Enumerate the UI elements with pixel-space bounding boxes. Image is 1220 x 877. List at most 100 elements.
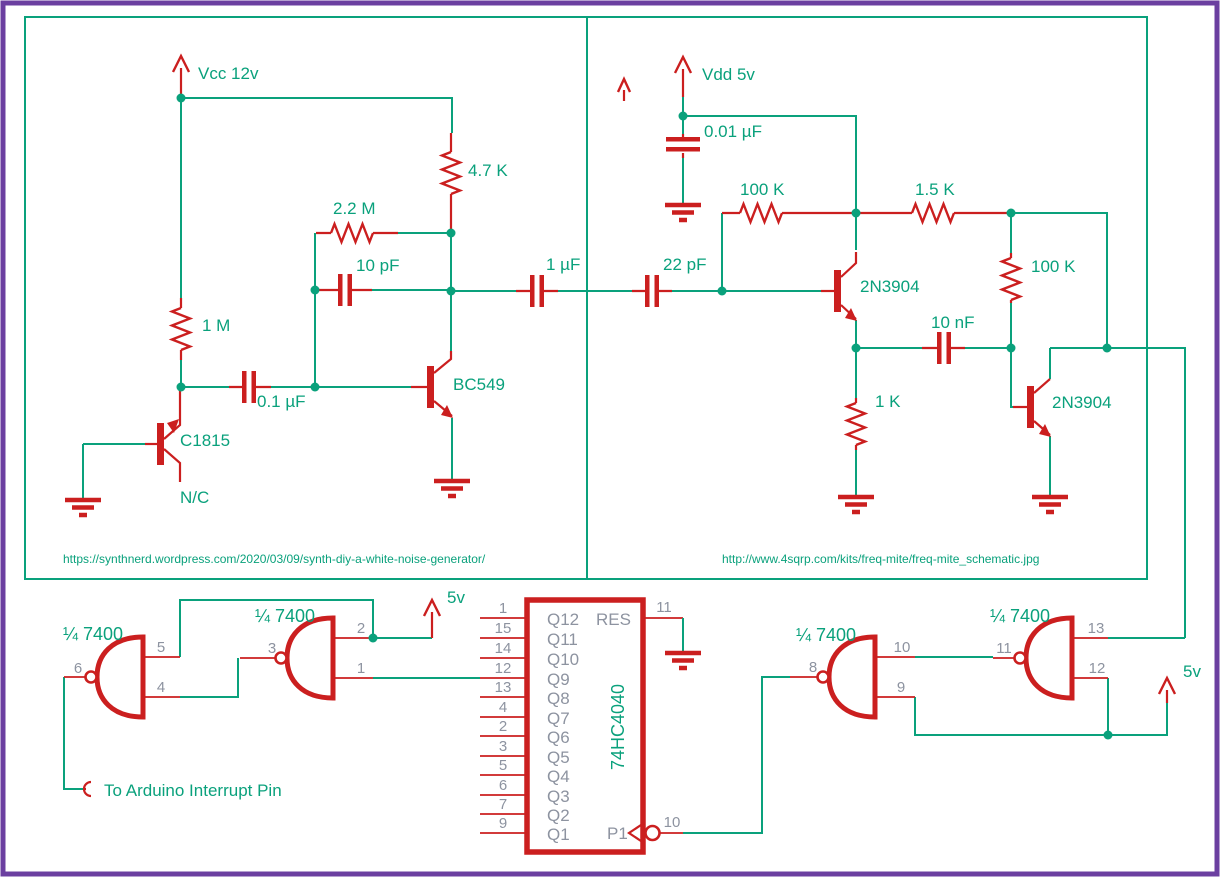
ic-pin-number: 12 (495, 660, 512, 677)
ic-pin-label: Q7 (547, 709, 570, 728)
gate-pin-number: 11 (996, 640, 1012, 657)
ic-pin-label: Q2 (547, 806, 570, 825)
resistor-zigzag (738, 200, 784, 226)
resistor-zigzag (438, 150, 464, 196)
transistor-arrow (441, 405, 453, 418)
capacitor-plate (347, 274, 352, 306)
transistor-collector-lead (433, 351, 453, 374)
white-noise-generator-section: Vcc 12v 4.7 K 2.2 M 10 pF 1 M 0.1 µF C18… (63, 53, 632, 566)
transistor-emitter-lead (163, 390, 182, 440)
resistor-1m (168, 298, 194, 360)
transistor-bar (1027, 386, 1034, 428)
nand-gate-body (826, 634, 878, 720)
freq-mite-section: Vdd 5v 0.01 µF 100 K 1.5 K 22 pF 2N3904 … (616, 54, 1186, 638)
wire (180, 658, 239, 698)
capacitor-10pf (316, 274, 372, 306)
ground-symbol (65, 497, 101, 518)
gate-pin-number: 12 (1089, 660, 1106, 677)
junction-dot (717, 286, 727, 296)
nc-note: N/C (180, 488, 209, 507)
gate-pin-number: 2 (357, 620, 365, 637)
gate-input-stub (875, 656, 915, 698)
component-value: C1815 (180, 431, 230, 450)
resistor-100k-a (722, 200, 856, 226)
ic-clock-triangle (627, 822, 645, 844)
supply-label: 5v (1183, 662, 1201, 681)
ic-clock-label: P1 (607, 824, 628, 843)
arduino-note: To Arduino Interrupt Pin (104, 781, 282, 800)
capacitor-10nf (922, 332, 965, 364)
transistor-collector-lead (840, 252, 858, 278)
transistor-arrow (1039, 424, 1051, 437)
gate-inversion-bubble (1013, 651, 1027, 665)
ic-pin-number: 4 (499, 699, 507, 716)
junction-dot (678, 111, 688, 121)
transistor-c1815 (145, 390, 182, 482)
gate-label: ¼ 7400 (796, 625, 856, 645)
capacitor-1uf (516, 275, 632, 307)
ic-pin-label: Q9 (547, 670, 570, 689)
resistor-zigzag (843, 401, 869, 447)
transistor-bar (834, 270, 841, 312)
gate-input-stub (143, 656, 180, 698)
gate-pin-number: 5 (157, 639, 165, 656)
gate-pin-number: 3 (268, 640, 276, 657)
transistor-arrow (845, 308, 857, 321)
transistor-collector-lead (163, 448, 182, 482)
wire (683, 115, 857, 213)
nand-gate-2 (240, 615, 373, 701)
ic-pin-number: 15 (495, 620, 512, 637)
gate-inversion-bubble (274, 651, 288, 665)
capacitor-plate (539, 275, 544, 307)
transistor-collector-lead (1033, 378, 1051, 394)
component-value: 0.1 µF (257, 392, 306, 411)
ic-74hc4040: 1 15 14 12 13 4 2 3 5 6 7 9 Q12 Q11 Q10 … (480, 597, 701, 855)
junction-dot (1103, 730, 1113, 740)
power-arrow-head (1157, 675, 1177, 695)
power-label: Vcc 12v (198, 64, 259, 83)
junction-dot (851, 343, 861, 353)
capacitor-plate (242, 371, 247, 403)
arduino-connector (82, 780, 92, 798)
wire (179, 599, 374, 657)
ic-pin-number: 9 (499, 815, 507, 832)
component-value: 1 M (202, 316, 230, 335)
nand-gate-4 (993, 615, 1108, 701)
component-value: 2N3904 (1052, 393, 1112, 412)
junction-dot (446, 228, 456, 238)
component-value: 100 K (1031, 257, 1076, 276)
resistor-zigzag (910, 200, 956, 226)
resistor-zigzag (168, 306, 194, 352)
ic-pin-label: Q11 (547, 630, 578, 649)
ground-symbol (838, 494, 874, 515)
capacitor-plate (666, 147, 700, 152)
ic-pin-number: 10 (664, 814, 681, 831)
nand-gate-body (94, 634, 146, 720)
gate-pin-number: 9 (897, 679, 905, 696)
ic-reset-label: RES (596, 610, 631, 629)
resistor-2m2 (316, 220, 398, 246)
5v-arrow-right (1157, 675, 1177, 703)
wire (181, 97, 453, 133)
capacitor-01uf (229, 371, 271, 403)
ic-part-name: 74HC4040 (608, 684, 628, 770)
ic-pin-label: Q1 (547, 825, 570, 844)
gate-pin-number: 8 (809, 659, 817, 676)
ic-pin-label: Q12 (547, 610, 579, 629)
ic-pin-number: 2 (499, 718, 507, 735)
junction-dot (851, 208, 861, 218)
nand-gate-body (1023, 615, 1075, 701)
power-arrow-head (422, 597, 442, 617)
component-value: 1.5 K (915, 180, 955, 199)
nand-gate-3 (790, 634, 915, 720)
power-label: Vdd 5v (702, 65, 755, 84)
component-value: 1 µF (546, 255, 580, 274)
gate-input-stub (1072, 637, 1108, 679)
ic-body (524, 597, 646, 855)
gate-label: ¼ 7400 (990, 606, 1050, 626)
capacitor-plate (937, 332, 942, 364)
power-arrow-head (171, 53, 191, 73)
power-arrow-head (616, 76, 632, 93)
transistor-bc549 (411, 351, 453, 418)
